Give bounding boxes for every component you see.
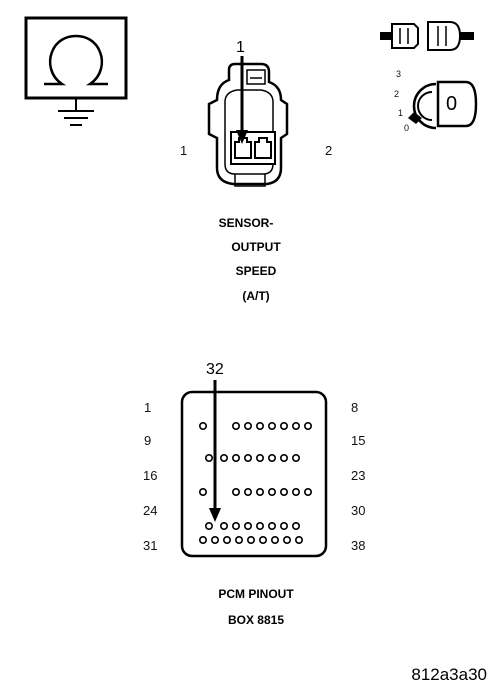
pcm-pin-hole: [244, 454, 253, 463]
key-label: 0: [446, 93, 458, 115]
pcm-callout-arrow: [209, 380, 221, 522]
pcm-pin-hole: [198, 488, 207, 497]
pcm-pin-hole: [280, 522, 289, 531]
pcm-row-left-2: 9: [144, 433, 152, 448]
pcm-pin-hole: [292, 421, 301, 430]
pcm-pin-hole: [283, 536, 292, 545]
pcm-pin-hole: [280, 488, 289, 497]
pcm-pin-hole: [231, 488, 240, 497]
pcm-pin-hole: [204, 522, 213, 531]
key-position-1: 1: [398, 108, 404, 118]
pcm-pin-hole: [280, 421, 289, 430]
pcm-row-right-4: 30: [351, 503, 366, 518]
pcm-pin-hole: [244, 421, 253, 430]
pcm-row-right-2: 15: [351, 433, 366, 448]
pcm-pin-hole: [198, 536, 207, 545]
sensor-caption-line-4: (A/T): [242, 289, 270, 303]
sensor-caption-line-2: OUTPUT: [231, 240, 281, 254]
sensor-caption-line-3: SPEED: [235, 264, 277, 278]
pcm-pin-hole: [280, 454, 289, 463]
pcm-pin-hole: [231, 421, 240, 430]
pcm-pin-hole: [256, 421, 265, 430]
pcm-caption-line-2: BOX 8815: [227, 613, 285, 627]
pcm-pin-hole: [222, 536, 231, 545]
disconnected-connector-icon: [380, 21, 474, 51]
pcm-pin-hole: [268, 421, 277, 430]
pcm-row-right-5: 38: [351, 538, 366, 553]
pcm-pin-hole: [268, 488, 277, 497]
pcm-pin-hole: [198, 421, 207, 430]
pcm-pin-hole: [231, 454, 240, 463]
pcm-pin-hole: [219, 522, 228, 531]
sensor-callout-arrow: [236, 56, 248, 144]
key-position-0: 0: [404, 123, 410, 133]
pcm-pin-hole: [304, 421, 313, 430]
pcm-row-left-1: 1: [144, 400, 152, 415]
pcm-connector: [180, 390, 328, 558]
pcm-pin-hole: [292, 522, 301, 531]
sensor-right-pin-label: 2: [325, 143, 333, 158]
pcm-pin-hole: [247, 536, 256, 545]
pcm-pin-hole: [259, 536, 268, 545]
pcm-pin-hole: [292, 454, 301, 463]
pcm-pin-hole: [204, 454, 213, 463]
omega-symbol: [44, 34, 108, 86]
pcm-pin-hole: [244, 522, 253, 531]
sensor-connector: [207, 62, 289, 187]
pcm-pin-hole: [295, 536, 304, 545]
pcm-pin-hole: [244, 488, 253, 497]
ignition-key-icon: 3 2 1 0 0: [392, 64, 482, 148]
pcm-pin-hole: [256, 522, 265, 531]
pcm-row-left-4: 24: [143, 503, 158, 518]
pcm-row-right-3: 23: [351, 468, 366, 483]
pcm-pin-hole: [268, 454, 277, 463]
pcm-pin-hole: [210, 536, 219, 545]
pcm-pin-hole: [304, 488, 313, 497]
pcm-pin-hole: [268, 522, 277, 531]
pcm-row-left-3: 16: [143, 468, 158, 483]
key-position-2: 2: [394, 89, 400, 99]
pcm-row-right-1: 8: [351, 400, 359, 415]
figure-id: 812a3a30: [411, 665, 487, 684]
meter-frame: [24, 16, 128, 100]
pcm-pin-hole: [231, 522, 240, 531]
sensor-left-pin-label: 1: [180, 143, 188, 158]
pcm-pin-hole: [256, 454, 265, 463]
sensor-caption-line-1: SENSOR-: [218, 216, 274, 230]
key-position-3: 3: [396, 69, 402, 79]
ohmmeter-icon: [24, 16, 128, 126]
sensor-callout-pin: 1: [236, 39, 245, 56]
pcm-callout-pin: 32: [206, 361, 224, 378]
pcm-pin-hole: [271, 536, 280, 545]
pcm-pin-hole: [219, 454, 228, 463]
pcm-pin-hole: [292, 488, 301, 497]
pcm-pin-hole: [234, 536, 243, 545]
pcm-pin-hole: [256, 488, 265, 497]
pcm-caption-line-1: PCM PINOUT: [218, 587, 294, 601]
pcm-row-left-5: 31: [143, 538, 158, 553]
